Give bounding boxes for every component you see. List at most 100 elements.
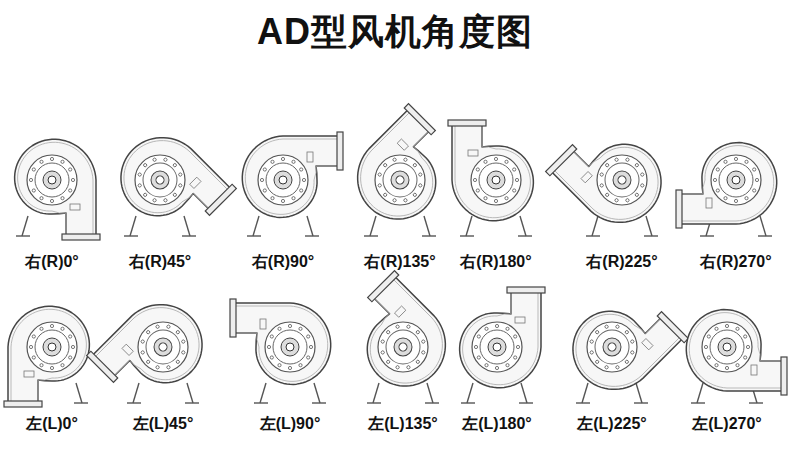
shaft: [493, 343, 501, 351]
fan-foot: [576, 402, 590, 403]
fan-base: [127, 383, 199, 403]
bolt: [476, 168, 479, 171]
bolt: [514, 335, 517, 338]
bolt: [625, 360, 630, 365]
bolt: [260, 178, 263, 181]
fan-leg: [253, 216, 259, 236]
outlet-flange: [657, 312, 688, 343]
bolt: [403, 198, 408, 203]
angle-label: 右(R)225°: [586, 252, 657, 273]
bolt: [635, 193, 640, 198]
outlet-flange: [368, 271, 399, 302]
bolt: [40, 160, 43, 163]
bolt: [413, 163, 418, 168]
bolt: [484, 160, 487, 163]
bolt: [267, 345, 270, 348]
bolt: [69, 335, 72, 338]
bolt: [604, 365, 609, 370]
bolt: [146, 360, 151, 365]
impeller-ring: [588, 323, 636, 371]
volute-casing: [340, 109, 466, 235]
fan-leg: [370, 216, 376, 236]
impeller-ring: [376, 156, 424, 204]
impeller-ring: [702, 322, 752, 372]
shaft: [48, 176, 56, 184]
bolt: [704, 345, 707, 348]
bolt: [418, 172, 423, 177]
bolt: [181, 350, 186, 355]
fan-body: [676, 143, 777, 228]
impeller-ring: [719, 163, 753, 197]
bolt: [516, 345, 519, 348]
impeller-ring: [598, 156, 646, 204]
bolt: [288, 366, 291, 369]
bolt: [61, 364, 64, 367]
shaft: [606, 341, 617, 352]
bolt: [736, 327, 739, 330]
nameplate: [515, 317, 525, 323]
nameplate: [122, 344, 133, 355]
fan-foot: [74, 402, 88, 403]
bolt: [421, 350, 426, 355]
hub: [609, 167, 634, 192]
fan-body: [242, 132, 343, 217]
bolt: [753, 168, 756, 171]
fan-leg: [697, 383, 703, 403]
bolt: [380, 339, 385, 344]
bolt: [715, 327, 718, 330]
fan-leg: [636, 383, 642, 403]
volute-casing: [242, 136, 339, 217]
angle-label: 左(L)135°: [368, 414, 438, 435]
bolt: [473, 178, 476, 181]
volute-inner-line: [680, 146, 774, 221]
bolt: [392, 157, 397, 162]
fan-foot: [364, 235, 378, 236]
bolt: [413, 193, 418, 198]
bolt: [50, 366, 53, 369]
fan-foot: [691, 402, 705, 403]
bolt: [595, 330, 600, 335]
bolt: [707, 356, 710, 359]
bolt: [163, 198, 168, 203]
bolt: [406, 324, 411, 329]
bolt: [299, 327, 302, 330]
impeller-ring: [273, 330, 307, 364]
bolt: [494, 199, 497, 202]
bolt: [178, 183, 183, 188]
bolt: [614, 157, 619, 162]
fan-foot: [460, 235, 474, 236]
fan-leg: [424, 216, 430, 236]
bolt: [495, 366, 498, 369]
bolt: [50, 199, 53, 202]
volute-inner-line: [11, 309, 86, 403]
bolt: [383, 193, 388, 198]
fan-body: [15, 139, 100, 240]
outlet-flange: [4, 401, 42, 407]
nameplate: [24, 371, 34, 377]
angle-label: 右(R)0°: [25, 252, 79, 273]
bolt: [61, 160, 64, 163]
bolt: [395, 365, 400, 370]
hub: [150, 334, 175, 359]
bolt: [716, 168, 719, 171]
bolt: [288, 324, 291, 327]
nameplate: [307, 152, 313, 162]
volute-casing: [15, 139, 96, 236]
impeller-ring: [471, 155, 521, 205]
fan-body: [686, 310, 787, 395]
bolt: [595, 360, 600, 365]
bolt: [506, 327, 509, 330]
impeller-ring: [258, 155, 308, 205]
impeller-ring: [128, 312, 199, 383]
bolt: [605, 163, 610, 168]
bolt: [495, 324, 498, 327]
bolt: [599, 172, 604, 177]
bolt: [416, 330, 421, 335]
impeller-ring: [379, 323, 427, 371]
impeller-ring: [479, 163, 513, 197]
impeller-ring: [27, 155, 77, 205]
fan-leg: [184, 216, 190, 236]
impeller-ring: [35, 330, 69, 364]
bolt: [40, 364, 43, 367]
bolt: [300, 189, 303, 192]
